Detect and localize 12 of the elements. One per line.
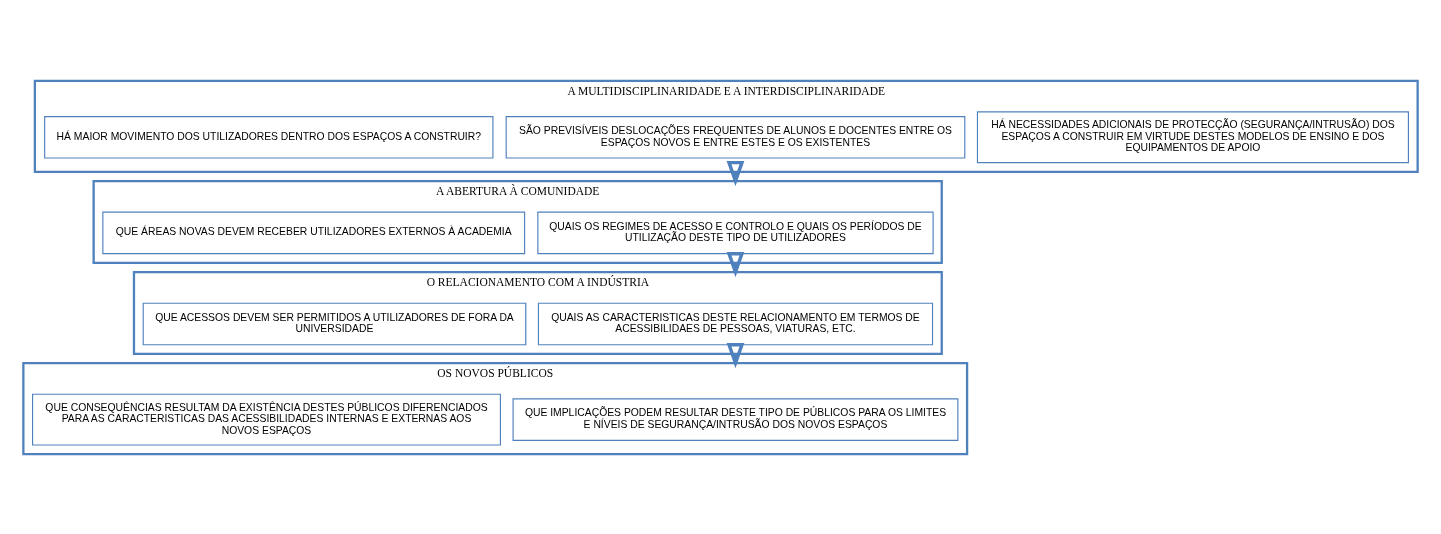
node-box: QUE ACESSOS DEVEM SER PERMITIDOS A UTILIZADORES DE FORA DA UNIVERSIDADE — [142, 302, 527, 345]
node-box: QUE CONSEQUÊNCIAS RESULTAM DA EXISTÊNCIA DESTES PÚBLICOS DIFERENCIADOS PARA AS CARACTERISTICAS DAS ACESSIBILIDADES INTERNAS E EXTERNAS AOS NOVOS ESPAÇOS — [32, 393, 501, 446]
arrow — [726, 251, 745, 277]
arrow — [726, 160, 745, 186]
arrow — [726, 342, 745, 368]
node-box: QUAIS OS REGIMES DE ACESSO E CONTROLO E QUAIS OS PERÍODOS DE UTILIZAÇÃO DESTE TIPO DE UTILIZADORES — [537, 211, 934, 254]
node-box: SÃO PREVISÍVEIS DESLOCAÇÕES FREQUENTES DE ALUNOS E DOCENTES ENTRE OS ESPAÇOS NOVOS E ENTRE ESTES E OS EXISTENTES — [505, 115, 966, 159]
node-box: QUE ÁREAS NOVAS DEVEM RECEBER UTILIZADORES EXTERNOS À ACADEMIA — [102, 211, 526, 254]
node-box: QUE IMPLICAÇÕES PODEM RESULTAR DESTE TIPO DE PÚBLICOS PARA OS LIMITES E NÍVEIS DE SEGURANÇA/INTRUSÃO DOS NOVOS ESPAÇOS — [512, 397, 959, 441]
node-box: HÁ NECESSIDADES ADICIONAIS DE PROTECÇÃO (SEGURANÇA/INTRUSÃO) DOS ESPAÇOS A CONSTRUIR EM VIRTUDE DESTES MODELOS DE ENSINO E DOS EQUIPAMENTOS DE APOIO — [976, 110, 1409, 163]
node-box: HÁ MAIOR MOVIMENTO DOS UTILIZADORES DENTRO DOS ESPAÇOS A CONSTRUIR? — [44, 115, 494, 159]
node-box: QUAIS AS CARACTERISTICAS DESTE RELACIONAMENTO EM TERMOS DE ACESSIBILIDAES DE PESSOAS, VIATURAS, ETC. — [537, 302, 934, 345]
